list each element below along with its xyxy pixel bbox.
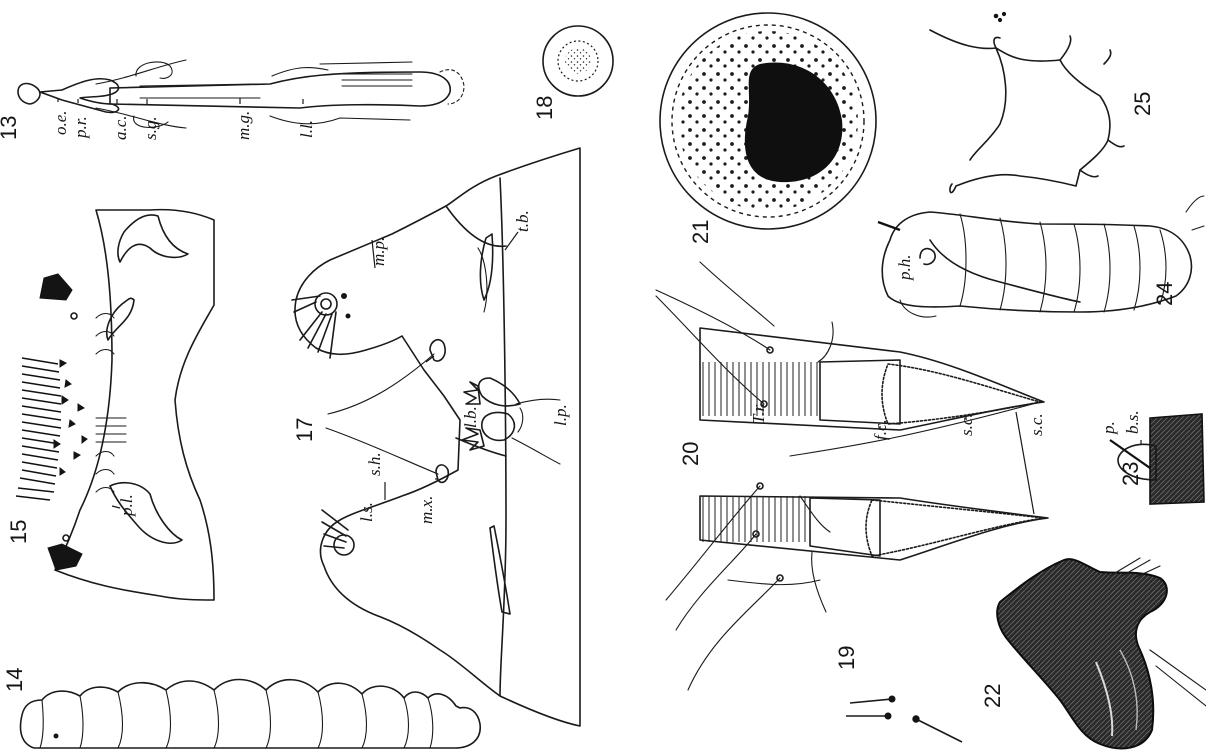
- label-fc: f.c.: [871, 419, 890, 440]
- figure-23-number: 23: [1118, 462, 1143, 486]
- label-ph: p.h.: [895, 255, 914, 282]
- figure-20-siphons: [656, 262, 1048, 690]
- label-p: p.: [1099, 421, 1118, 435]
- figure-22-claw: [997, 558, 1206, 748]
- figure-21-egg-disc: [660, 13, 876, 229]
- figure-15-head-plate: [16, 210, 214, 600]
- label-sc-2: s.c.: [1027, 413, 1046, 436]
- figure-25-number: 25: [1130, 92, 1155, 116]
- figure-19-number: 19: [834, 646, 859, 670]
- label-lp: l.p.: [551, 404, 570, 426]
- figure-21-number: 21: [688, 220, 713, 244]
- figure-13-number: 13: [0, 116, 21, 140]
- label-tr: T.r.: [749, 403, 768, 424]
- figure-14-number: 14: [2, 668, 27, 692]
- label-tb: t.b.: [513, 210, 532, 232]
- label-mx: m.x.: [417, 496, 436, 524]
- label-lb: l.b.: [461, 406, 480, 428]
- label-mg: m.g.: [234, 111, 253, 140]
- figure-14-larva: [21, 680, 481, 749]
- label-mp: m.p.: [369, 237, 388, 266]
- label-sh: s.h.: [365, 452, 384, 476]
- label-ll: l.l.: [297, 120, 316, 138]
- label-sc-1: s.c.: [957, 413, 976, 436]
- figure-24-number: 24: [1152, 282, 1177, 306]
- label-d: d.: [41, 283, 60, 296]
- label-bs: b.s.: [1123, 410, 1142, 434]
- label-pr: p.r.: [71, 116, 90, 139]
- label-ls: l.s.: [357, 502, 376, 522]
- figure-15-number: 15: [6, 520, 31, 544]
- label-oe: o.e.: [51, 110, 70, 135]
- figure-17-number: 17: [292, 418, 317, 442]
- figure-19-pins: [846, 696, 962, 742]
- label-ac: a.c.: [111, 115, 130, 140]
- label-pl: p.l.: [117, 494, 136, 517]
- figure-22-number: 22: [980, 684, 1005, 708]
- figure-17-mouthparts: [292, 148, 580, 726]
- label-sg: s.g.: [141, 116, 160, 140]
- figure-20-number: 20: [678, 442, 703, 466]
- figure-25-segment: [930, 12, 1124, 192]
- figure-18-disc: [543, 26, 613, 96]
- figure-18-number: 18: [532, 96, 557, 120]
